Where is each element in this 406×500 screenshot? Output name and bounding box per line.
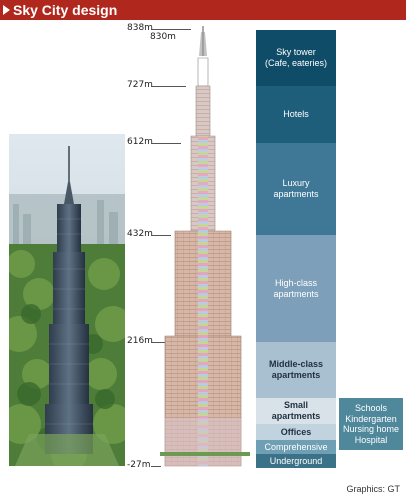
altitude-838: 838m (127, 23, 153, 33)
altitude-727: 727m (127, 80, 153, 90)
band-high-class: High-class apartments (256, 235, 336, 342)
band-hotels: Hotels (256, 86, 336, 143)
tick-612 (151, 143, 181, 144)
altitude-830: 830m (150, 32, 176, 42)
band-sky-tower-sub: (Cafe, eateries) (264, 58, 328, 68)
altitude-minus27: -27m (127, 460, 151, 470)
altitude-216: 216m (127, 336, 153, 346)
band-comprehensive: Comprehensive (256, 440, 336, 454)
band-comprehensive-label: Comprehensive (264, 441, 328, 452)
band-sky-tower: Sky tower(Cafe, eateries) (256, 30, 336, 86)
title-arrow-icon (3, 5, 10, 15)
tick-432 (151, 235, 171, 236)
tick-727 (151, 86, 186, 87)
band-small-label: Small apartments (271, 400, 321, 421)
tick-838 (151, 29, 191, 30)
band-middle-class-label: Middle-class apartments (268, 359, 324, 380)
band-underground-label: Underground (269, 455, 323, 466)
tick-minus27 (151, 466, 161, 467)
band-small: Small apartments (256, 398, 336, 424)
band-hotels-label: Hotels (283, 109, 309, 119)
band-luxury: Luxury apartments (256, 143, 336, 235)
band-underground: Underground (256, 454, 336, 468)
altitude-432: 432m (127, 229, 153, 239)
altitude-612: 612m (127, 137, 153, 147)
band-offices: Offices (256, 424, 336, 440)
band-luxury-label: Luxury apartments (273, 178, 319, 199)
title-bar: Sky City design (0, 0, 406, 20)
comprehensive-facilities-box: Schools Kindergarten Nursing home Hospit… (339, 398, 403, 450)
band-middle-class: Middle-class apartments (256, 342, 336, 398)
tower-cross-section (160, 26, 250, 467)
tick-216 (151, 342, 166, 343)
band-sky-tower-label: Sky tower (276, 47, 316, 57)
graphics-credit: Graphics: GT (346, 484, 400, 494)
band-high-class-label: High-class apartments (273, 277, 319, 299)
band-offices-label: Offices (280, 426, 312, 437)
comprehensive-facilities-list: Schools Kindergarten Nursing home Hospit… (342, 403, 400, 445)
building-photo (9, 134, 125, 466)
page-title: Sky City design (13, 2, 118, 18)
